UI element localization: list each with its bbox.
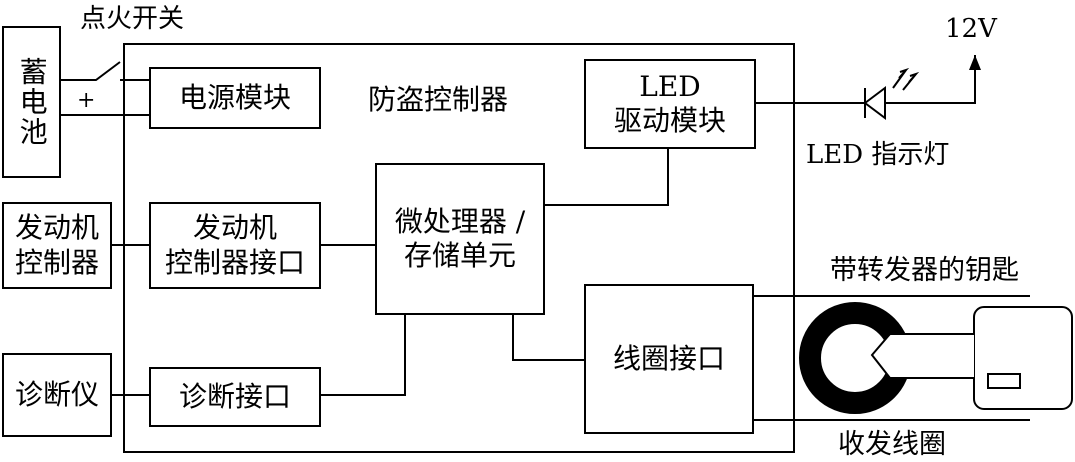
led-driver-label: LED 驱动模块: [585, 60, 755, 148]
diagnostic-mcu-wire: [320, 314, 406, 396]
engine-interface-label: 发动机 控制器接口: [150, 203, 320, 288]
mcu-line1: 微处理器 /: [394, 204, 526, 238]
led-driver-line2: 驱动模块: [613, 104, 726, 137]
engine-controller-line1: 发动机: [14, 211, 99, 245]
voltage-label: 12V: [945, 14, 997, 44]
battery-label: 蓄电池: [15, 57, 49, 147]
led-driver-line1: LED: [639, 69, 701, 103]
anti-theft-controller-box: [123, 43, 795, 453]
key-with-transponder-label: 带转发器的钥匙: [830, 255, 1019, 286]
led-wire: [755, 55, 976, 104]
coil-interface-label: 线圈接口: [612, 341, 725, 375]
mcu-led-wire: [544, 148, 669, 206]
led-indicator-label: LED 指示灯: [806, 140, 950, 170]
mcu-box: [375, 163, 545, 315]
engine-interface-line2: 控制器接口: [164, 245, 305, 279]
engine-interface-line1: 发动机: [192, 211, 277, 245]
mcu-label: 微处理器 / 存储单元: [376, 164, 544, 314]
voltage-arrow-icon: [969, 55, 981, 70]
mcu-coil-wire: [512, 314, 585, 361]
led-diode-icon: [863, 67, 920, 120]
engine-controller-line2: 控制器: [14, 245, 99, 279]
controller-title: 防盗控制器: [368, 83, 509, 116]
ignition-switch-label: 点火开关: [80, 4, 185, 34]
plus-sign-label: +: [77, 88, 96, 113]
diagnostic-tool-label: 诊断仪: [14, 377, 99, 411]
power-module-box: [149, 67, 321, 129]
battery-box: [2, 26, 61, 178]
mcu-line2: 存储单元: [403, 239, 516, 272]
transponder-key-icon: [870, 306, 1073, 410]
diagnostic-interface-box: [149, 367, 321, 427]
transceiver-coil-label: 收发线圈: [838, 429, 946, 460]
power-module-label: 电源模块: [178, 80, 291, 114]
diagnostic-interface-label: 诊断接口: [178, 379, 291, 413]
engine-controller-label: 发动机 控制器: [3, 203, 111, 288]
ignition-wire: [60, 61, 150, 81]
